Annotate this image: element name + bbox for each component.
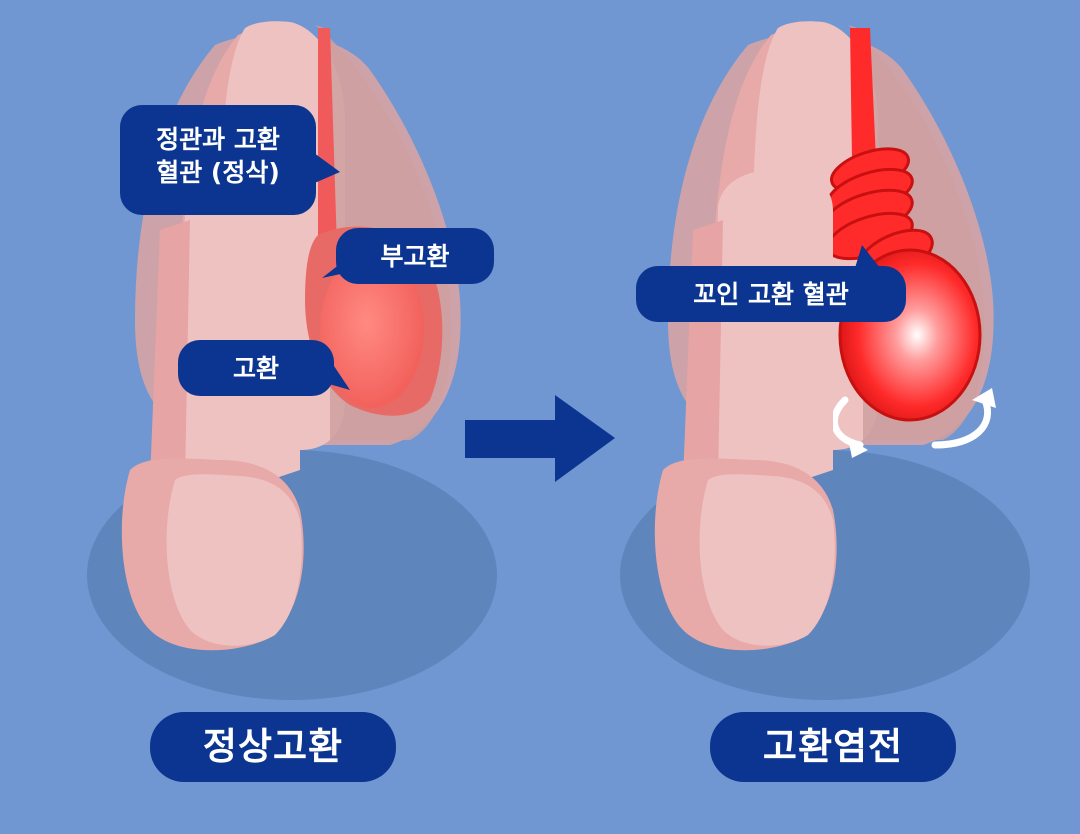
right-arrow-icon <box>465 395 615 482</box>
testis-shape <box>320 252 424 408</box>
rotation-arrowhead-right <box>972 388 996 408</box>
torsion-illustration <box>620 21 1030 700</box>
label-spermatic-cord-line1: 정관과 고환 <box>156 125 280 154</box>
caption-torsion-text: 고환염전 <box>762 725 904 768</box>
caption-normal: 정상고환 <box>150 712 396 782</box>
rotation-arrowhead-left <box>848 438 868 458</box>
penis-shaft-right <box>713 170 833 490</box>
label-twisted-vessels-text: 꼬인 고환 혈관 <box>693 280 849 309</box>
cord-straight <box>850 28 876 160</box>
caption-torsion: 고환염전 <box>710 712 956 782</box>
twisted-coils <box>822 147 934 282</box>
callout-tail-twisted <box>855 245 880 268</box>
label-epididymis-text: 부고환 <box>380 242 450 271</box>
penis-shaft <box>180 170 300 490</box>
label-testis-text: 고환 <box>232 354 279 383</box>
label-twisted-vessels: 꼬인 고환 혈관 <box>636 266 906 322</box>
label-testis: 고환 <box>178 340 334 396</box>
caption-normal-text: 정상고환 <box>202 725 344 768</box>
callout-tail-cord <box>310 150 340 185</box>
label-spermatic-cord: 정관과 고환 혈관 (정삭) <box>120 105 316 215</box>
penis-glans-front <box>166 474 302 646</box>
label-spermatic-cord-line2: 혈관 (정삭) <box>156 158 280 187</box>
label-epididymis: 부고환 <box>336 228 494 284</box>
penis-shaft-side <box>150 220 190 480</box>
penis-glans-front-right <box>699 474 835 646</box>
